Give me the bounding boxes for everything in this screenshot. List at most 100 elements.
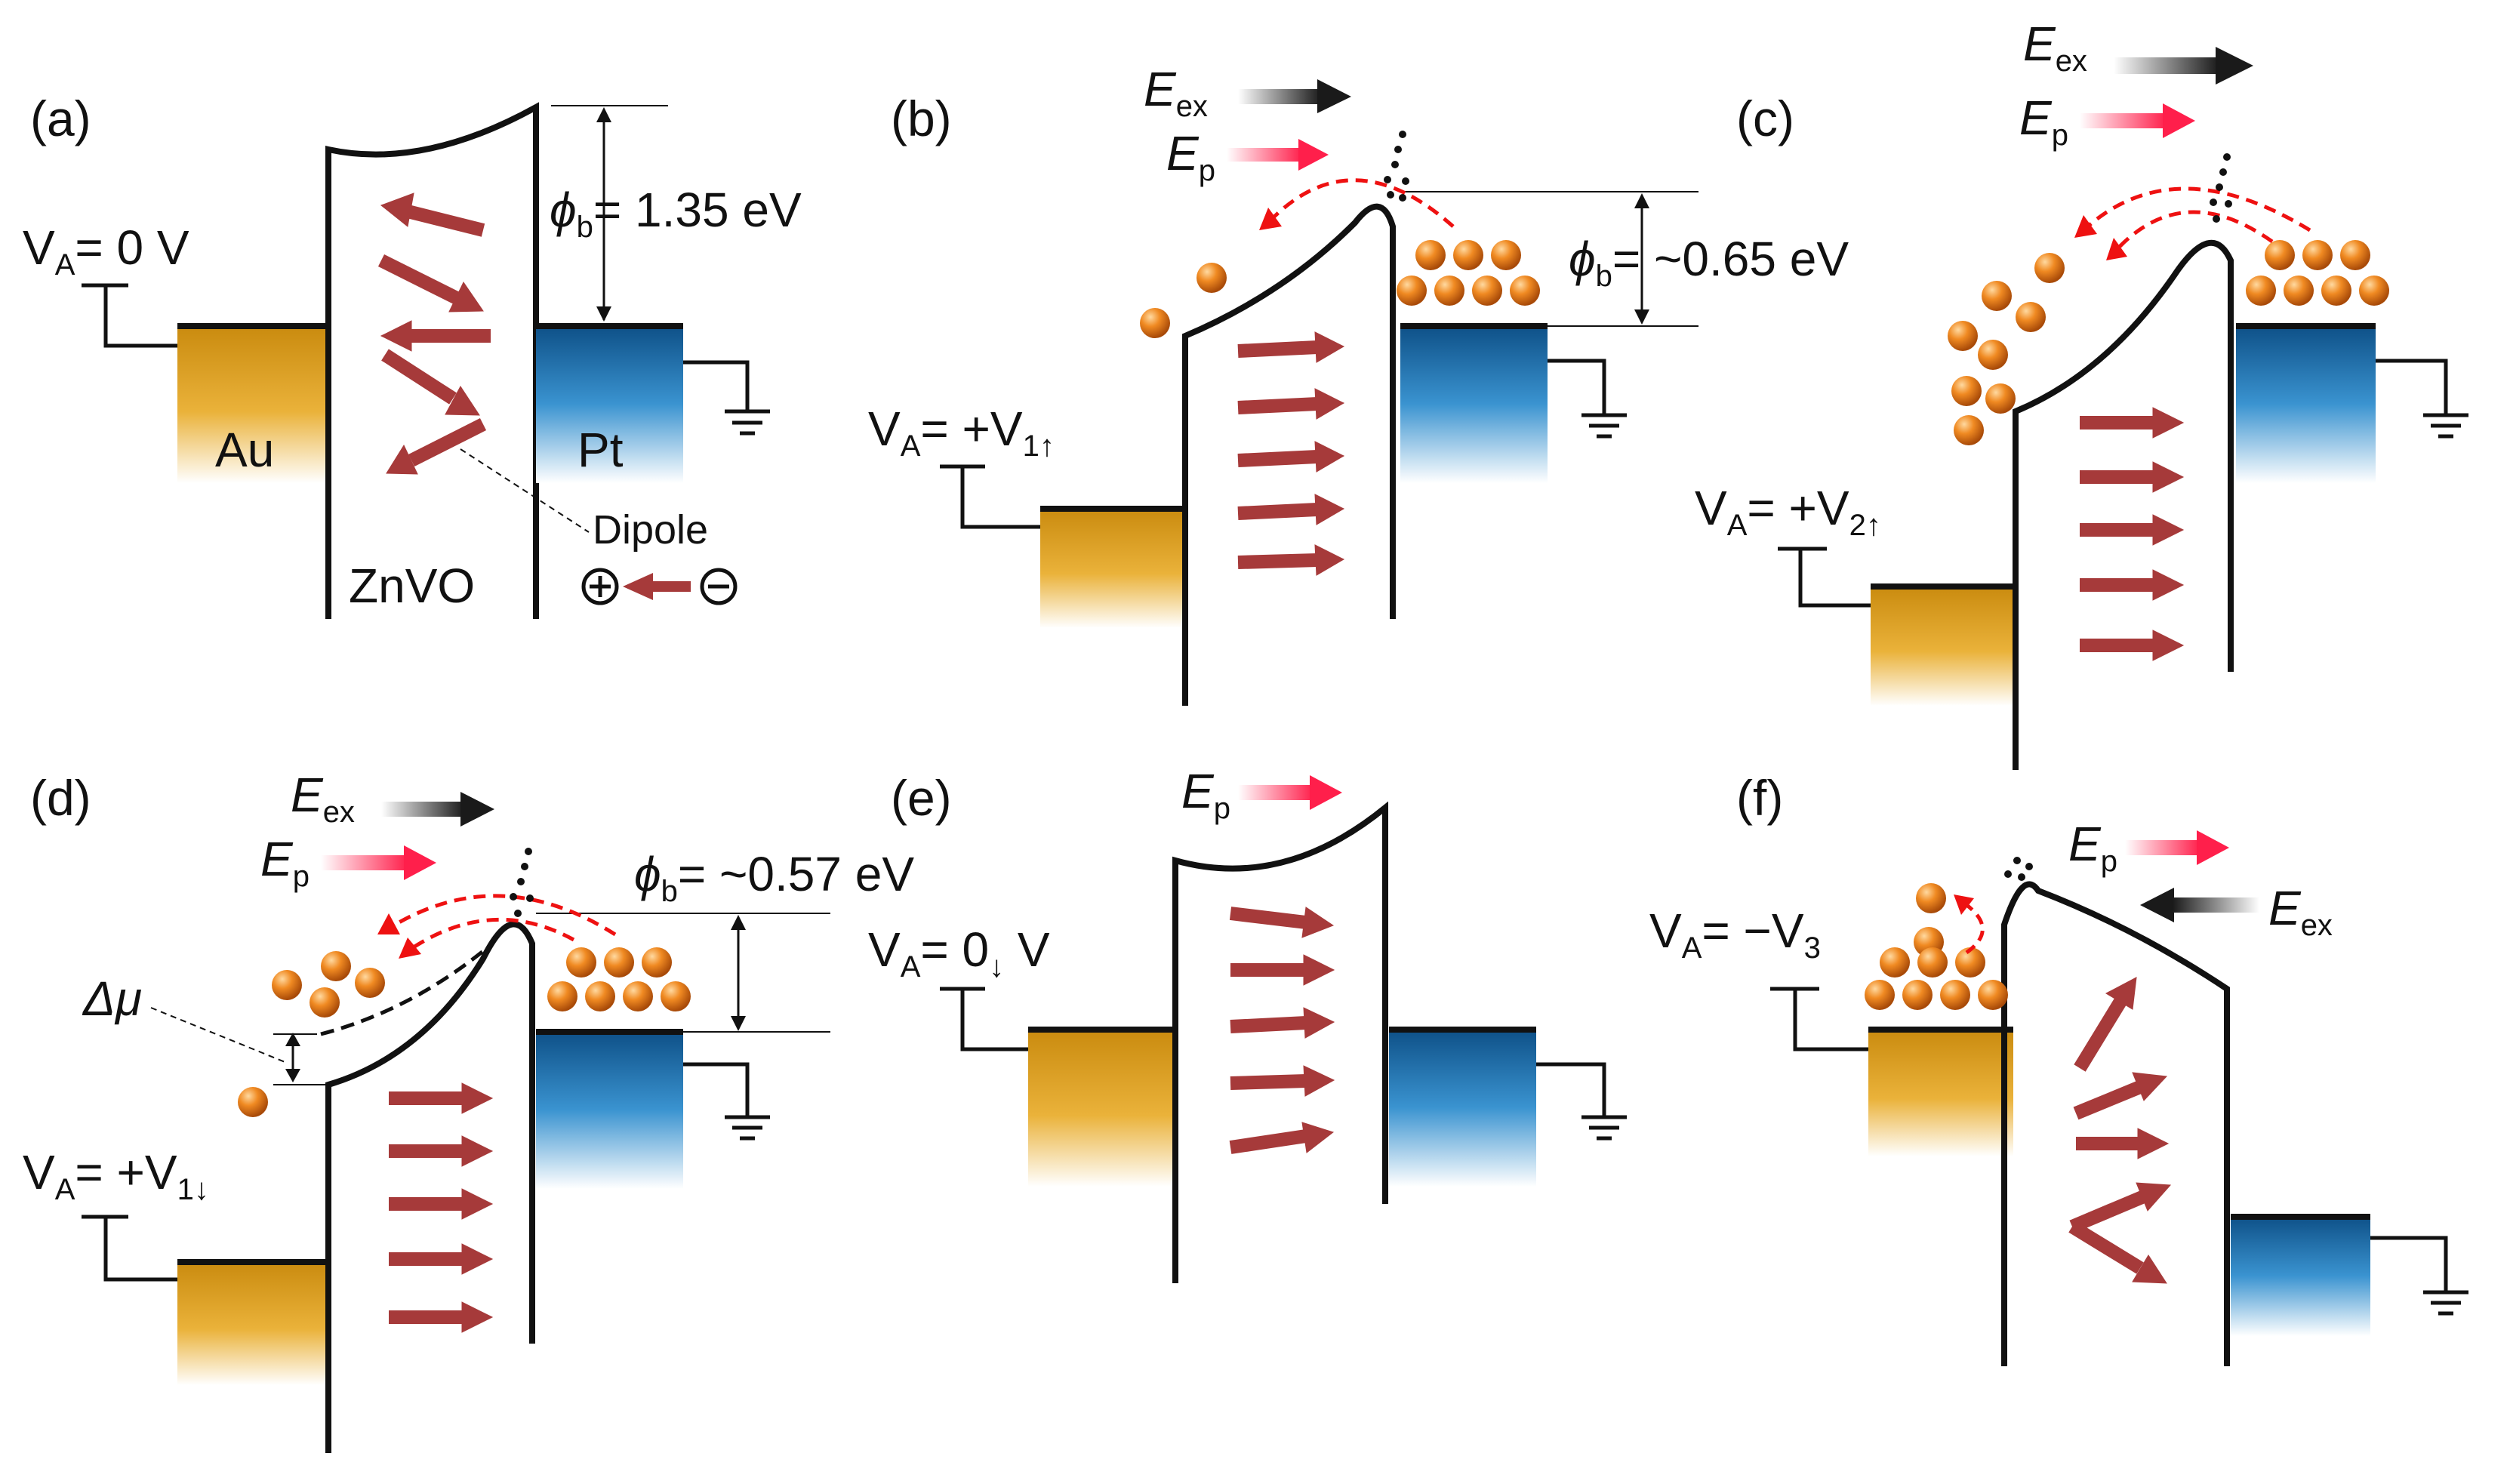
- electron-icon: [1978, 980, 2008, 1010]
- au-electrode: [1871, 585, 2016, 706]
- ground-icon: [2370, 1236, 2448, 1292]
- zno-barrier: [325, 102, 539, 619]
- panel-c-label: (c): [1736, 91, 1794, 146]
- tunneling-dots: [2210, 153, 2232, 223]
- electron-icon: [2359, 276, 2389, 306]
- electron-icon: [1196, 263, 1227, 293]
- electron-icon: [1415, 240, 1446, 270]
- dipole-pointer: [460, 448, 590, 533]
- panel-a-barrier-height: ϕb= 1.35 eV: [550, 183, 802, 244]
- field-arrow-icon: [389, 1082, 494, 1333]
- zno-barrier: [2013, 239, 2234, 770]
- tunneling-dots: [510, 848, 534, 917]
- zno-barrier: [1172, 801, 1388, 1283]
- au-electrode: [1028, 1028, 1175, 1187]
- svg-text:Ep: Ep: [1181, 764, 1230, 825]
- polarization-field-indicator: Ep: [260, 832, 436, 893]
- electron-icon: [1985, 383, 2016, 414]
- hop-path: [406, 917, 575, 953]
- panel-b-applied-voltage: VA= +V1↑: [868, 402, 1055, 463]
- electron-icon: [1397, 276, 1427, 306]
- electron-icon: [2034, 253, 2065, 283]
- hop-path: [2082, 186, 2311, 232]
- electron-icon: [604, 947, 634, 978]
- pt-electrode: [2236, 325, 2376, 483]
- electron-icon: [272, 970, 302, 1000]
- panel-c: (c) Eex Ep VA= +V2↑: [1695, 17, 2468, 770]
- electron-icon: [2321, 276, 2351, 306]
- polarization-field-indicator: Ep: [2068, 817, 2229, 878]
- electron-icon: [1982, 281, 2012, 311]
- electron-cluster: [238, 947, 691, 1117]
- electron-icon: [642, 947, 672, 978]
- ground-icon: [683, 360, 750, 411]
- electron-cluster: [1865, 883, 2008, 1010]
- svg-text:VA= 0 V: VA= 0 V: [23, 220, 189, 282]
- panel-a-label: (a): [30, 91, 91, 146]
- external-field-indicator: Eex: [291, 768, 494, 829]
- panel-b-label: (b): [891, 91, 952, 146]
- hop-path: [387, 894, 617, 937]
- svg-text:Ep: Ep: [2068, 817, 2117, 878]
- electron-icon: [1472, 276, 1502, 306]
- fermi-shift-dashed: [320, 950, 485, 1036]
- electron-icon: [661, 981, 691, 1011]
- panel-e-applied-voltage: VA= 0↓ V: [868, 922, 1050, 984]
- pt-electrode: [1389, 1028, 1536, 1187]
- electron-icon: [1954, 415, 1984, 445]
- au-label: Au: [215, 423, 274, 477]
- electron-icon: [1940, 980, 1970, 1010]
- svg-text:Eex: Eex: [2268, 881, 2333, 942]
- au-electrode: [177, 325, 328, 483]
- au-electrode: [1040, 507, 1185, 628]
- electron-icon: [1902, 980, 1933, 1010]
- zno-barrier: [325, 921, 535, 1453]
- zno-label: ZnVO: [349, 559, 475, 613]
- panel-d: (d) Eex Ep Δμ VA= +V1↓: [23, 768, 914, 1453]
- electron-icon: [1917, 947, 1948, 978]
- zno-barrier: [2001, 881, 2230, 1366]
- tunneling-dots: [2004, 857, 2033, 881]
- electron-cluster: [1948, 240, 2389, 445]
- panel-a: (a) VA= 0 V Au Pt ZnVO ϕb= 1.35 eV Dipo: [23, 91, 802, 619]
- panel-c-applied-voltage: VA= +V2↑: [1695, 481, 1881, 542]
- field-arrow-icon: [1237, 331, 1345, 576]
- dipole-legend: [581, 568, 738, 605]
- panel-d-label: (d): [30, 770, 91, 826]
- electron-icon: [1955, 947, 1985, 978]
- panel-e-label: (e): [891, 770, 952, 826]
- hop-path: [2112, 210, 2274, 254]
- electron-icon: [1453, 240, 1483, 270]
- electron-icon: [1865, 980, 1895, 1010]
- electron-icon: [2265, 240, 2295, 270]
- svg-text:Eex: Eex: [291, 768, 355, 829]
- panel-d-barrier-height: ϕb= ~0.57 eV: [634, 847, 914, 908]
- electron-icon: [2246, 276, 2276, 306]
- hop-path: [1961, 900, 1985, 955]
- electron-icon: [1140, 308, 1170, 338]
- electron-icon: [1510, 276, 1540, 306]
- electron-icon: [2302, 240, 2333, 270]
- external-field-indicator: Eex: [2023, 17, 2253, 85]
- electron-icon: [1948, 321, 1978, 351]
- pt-electrode: [2231, 1215, 2370, 1336]
- electron-cluster: [1140, 240, 1540, 338]
- electron-icon: [547, 981, 577, 1011]
- electron-icon: [1880, 947, 1910, 978]
- field-arrow-icon: [2068, 977, 2172, 1284]
- field-arrow-icon: [1229, 907, 1335, 1154]
- au-electrode: [1868, 1028, 2013, 1156]
- electron-icon: [321, 951, 351, 981]
- polarization-field-indicator: Ep: [1166, 126, 1329, 187]
- pt-electrode: [536, 1030, 683, 1189]
- delta-mu-label: Δμ: [82, 971, 142, 1026]
- electron-icon: [355, 968, 385, 998]
- ground-icon: [1536, 1062, 1606, 1117]
- external-field-indicator: Eex: [1144, 62, 1351, 123]
- panel-f-applied-voltage: VA= −V3: [1649, 904, 1821, 965]
- electron-icon: [1951, 376, 1982, 406]
- electron-icon: [623, 981, 653, 1011]
- field-arrow-icon: [2080, 407, 2185, 661]
- au-electrode: [177, 1261, 328, 1385]
